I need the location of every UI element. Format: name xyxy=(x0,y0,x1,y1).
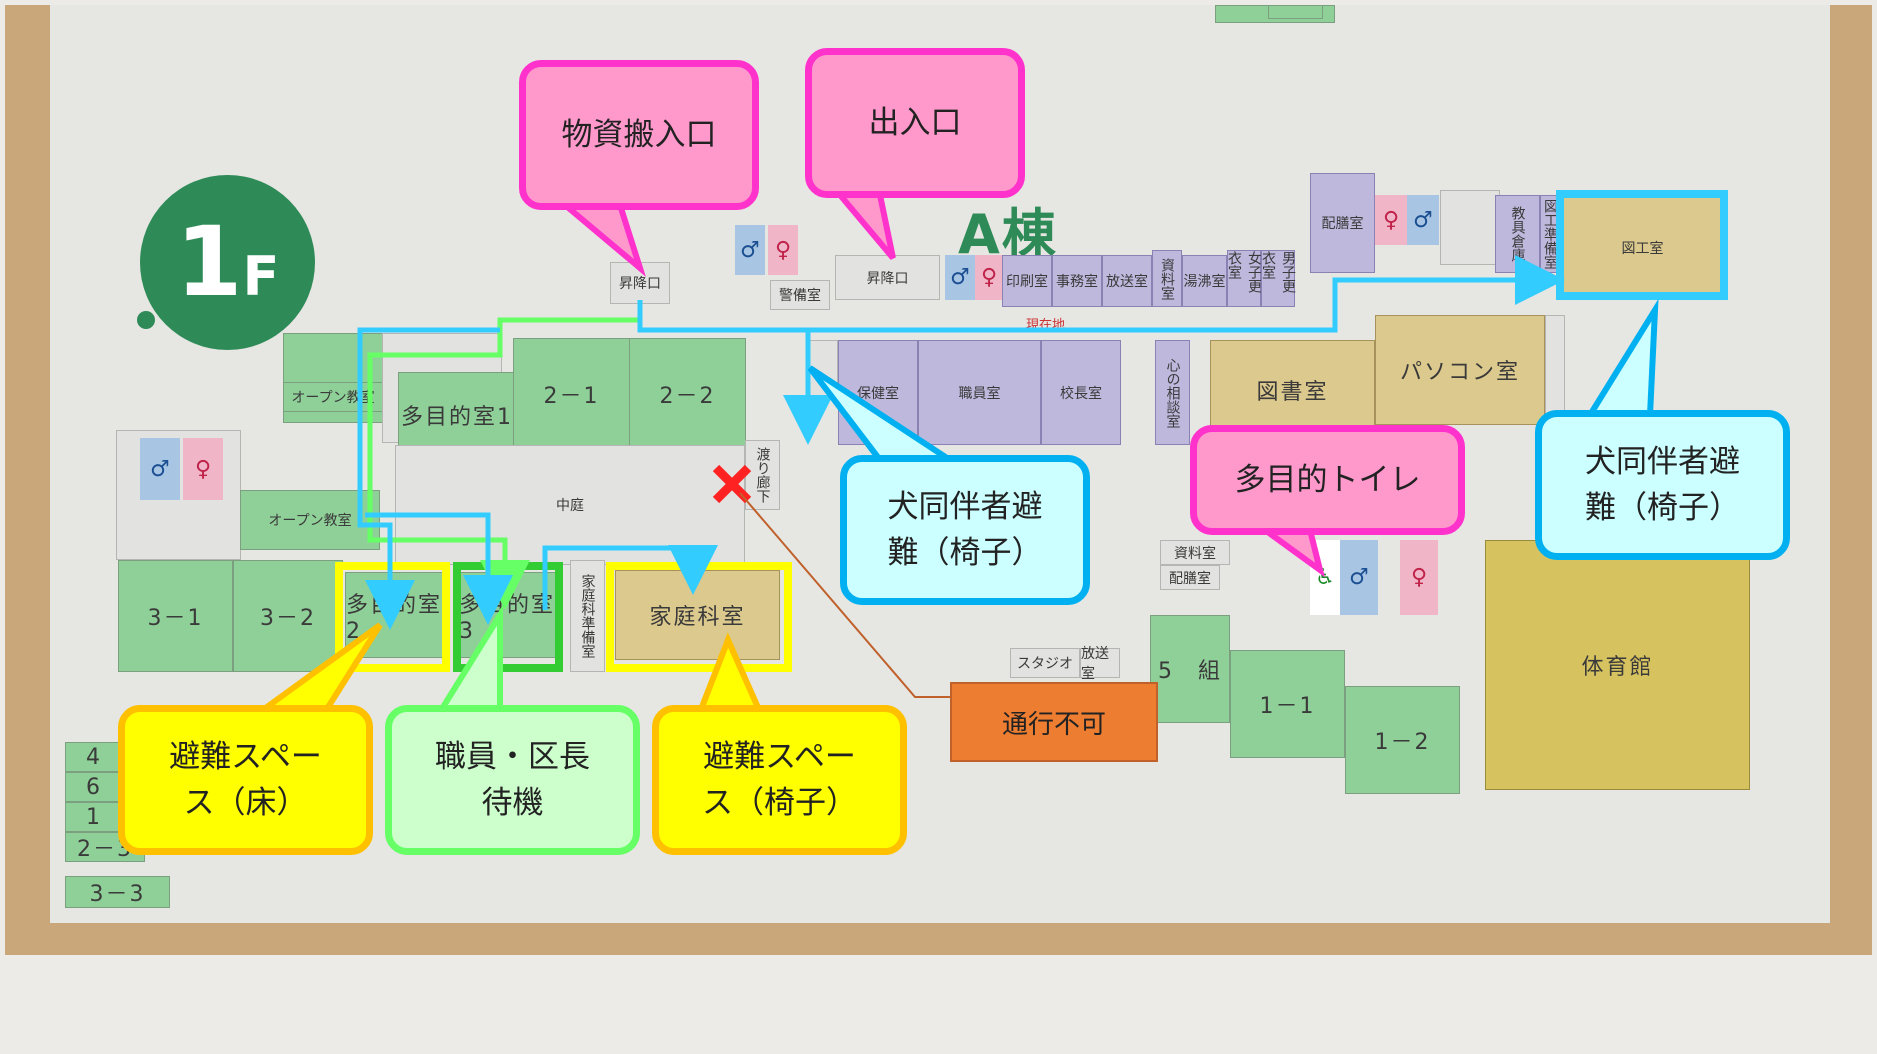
room-kateika-junbi: 家庭科準備室 xyxy=(570,560,605,672)
female-restroom-icon: ♀ xyxy=(183,438,223,500)
female-restroom-icon-east: ♀ xyxy=(1375,195,1407,245)
tail-busshi xyxy=(556,202,646,277)
room-watari: 渡り廊下 xyxy=(745,440,780,510)
room-keibi: 警備室 xyxy=(770,280,830,310)
room-taiikukan: 体育館 xyxy=(1485,540,1750,790)
room-kokoro: 心の相談室 xyxy=(1155,340,1190,445)
route-blue-mid xyxy=(365,512,513,625)
label-tsuko-fuka: 通行不可 xyxy=(950,682,1158,762)
room-haizen-top: 配膳室 xyxy=(1310,173,1375,273)
room-pasokon: パソコン室 xyxy=(1375,315,1545,425)
room-open1: オープン教室 xyxy=(283,382,383,412)
route-green xyxy=(367,300,643,610)
room-shoko1: 昇降口 xyxy=(610,262,670,304)
floor-dot xyxy=(137,311,155,329)
room-jimu: 事務室 xyxy=(1052,255,1102,307)
room-shiryo-top: 資料室 xyxy=(1152,250,1182,307)
callout-hinan-yuka: 避難スペー ス（床） xyxy=(118,705,373,855)
callout-deiri: 出入口 xyxy=(805,48,1025,198)
callout-hinan-isu: 避難スペー ス（椅子） xyxy=(652,705,907,855)
room-2-1: 2－1 xyxy=(513,338,630,450)
room-kanko: 湯沸室 xyxy=(1182,255,1227,307)
male-restroom-icon-accessible: ♂ xyxy=(1340,540,1378,615)
room-open2: オープン教室 xyxy=(240,490,380,550)
route-blue-south xyxy=(357,327,500,630)
male-restroom-icon-office: ♂ xyxy=(945,255,975,300)
room-danshi: 男子更衣室 xyxy=(1260,250,1296,307)
female-restroom-icon-office: ♀ xyxy=(975,255,1003,300)
room-3-1: 3－1 xyxy=(118,560,233,672)
room-top-strip-2 xyxy=(1268,5,1323,19)
room-shokuin: 職員室 xyxy=(918,340,1041,445)
tail-toilet xyxy=(1255,527,1325,578)
tail-hinan-yuka xyxy=(250,622,383,715)
room-shiryo: 資料室 xyxy=(1160,540,1230,565)
room-kocho: 校長室 xyxy=(1041,340,1121,445)
list-item-6: 6 xyxy=(65,772,123,802)
tail-inu1 xyxy=(807,365,961,463)
callout-shokuin: 職員・区長 待機 xyxy=(385,705,640,855)
callout-inu1: 犬同伴者避 難（椅子） xyxy=(840,455,1090,605)
callout-busshi: 物資搬入口 xyxy=(519,60,759,210)
room-1-1: 1－1 xyxy=(1230,650,1345,758)
room-tosho: 図書室 xyxy=(1210,340,1375,440)
tail-deiri xyxy=(833,192,896,260)
list-item-3-3: 3－3 xyxy=(65,876,170,908)
floor-unit: F xyxy=(242,245,280,308)
room-hoso: 放送室 xyxy=(1102,255,1152,307)
tail-inu2 xyxy=(1584,298,1659,418)
room-shoko2: 昇降口 xyxy=(835,255,940,300)
male-restroom-icon: ♂ xyxy=(140,438,180,500)
room-stairs-east xyxy=(1440,190,1500,265)
female-restroom-icon-north: ♀ xyxy=(768,225,798,275)
female-restroom-icon-accessible: ♀ xyxy=(1400,540,1438,615)
list-item-4: 4 xyxy=(65,742,123,772)
room-5-kumi: 5 組 xyxy=(1150,615,1230,723)
callout-inu2: 犬同伴者避 難（椅子） xyxy=(1535,410,1790,560)
room-hososhitsu: 放送室 xyxy=(1080,646,1120,682)
tail-hinan-isu xyxy=(695,632,765,715)
blocked-leader xyxy=(739,492,950,698)
route-blue-west xyxy=(637,255,1565,333)
callout-toilet: 多目的トイレ xyxy=(1190,425,1465,535)
room-3-2: 3－2 xyxy=(233,560,343,672)
room-zuko: 図工室 xyxy=(1560,195,1725,300)
route-blue-kateika xyxy=(542,545,718,610)
room-haizen: 配膳室 xyxy=(1160,565,1220,590)
floor-number: 1 xyxy=(175,206,243,318)
male-restroom-icon-north: ♂ xyxy=(735,225,765,275)
room-insatsu: 印刷室 xyxy=(1002,255,1052,307)
room-2-2: 2－2 xyxy=(629,338,746,450)
room-1-2: 1－2 xyxy=(1345,686,1460,794)
room-joshi: 女子更衣室 xyxy=(1226,250,1262,307)
male-restroom-icon-east: ♂ xyxy=(1407,195,1439,245)
tail-shokuin xyxy=(434,604,503,715)
room-studio: スタジオ xyxy=(1010,648,1080,678)
